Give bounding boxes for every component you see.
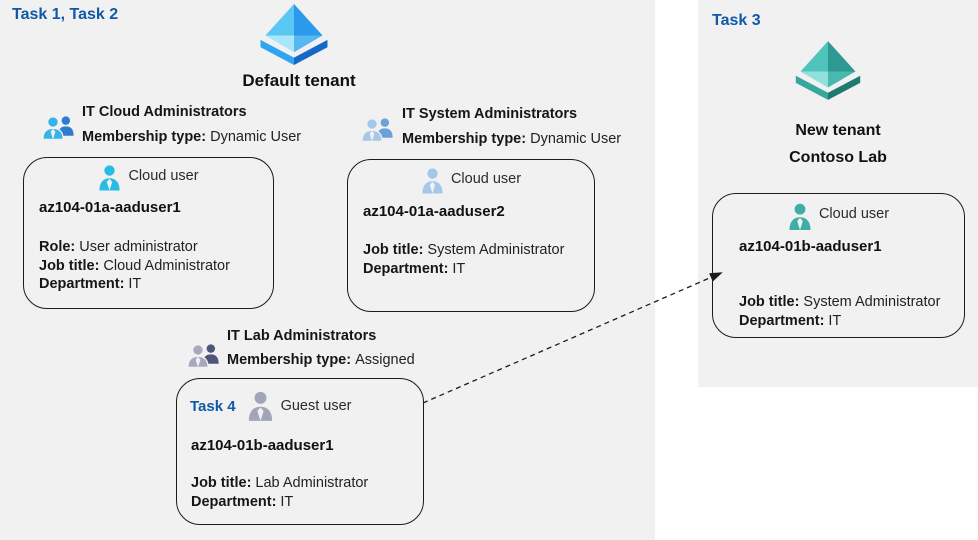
group-icon [42, 112, 75, 143]
membership-type-value: Dynamic User [210, 129, 302, 145]
attr-label: Job title: [363, 242, 424, 258]
cloud-user-icon [99, 165, 120, 191]
new-tenant-name-line1: New tenant [795, 122, 881, 139]
group-membership: Membership type:Dynamic User [402, 131, 621, 147]
group-name: IT Cloud Administrators [82, 104, 247, 120]
default-tenant-panel [0, 0, 655, 540]
user-type-label: Cloud user [818, 206, 890, 222]
attr-value: System Administrator [803, 294, 941, 310]
membership-type-label: Membership type: [402, 131, 527, 147]
attr-label: Job title: [191, 475, 252, 491]
default-tenant-name: Default tenant [242, 71, 356, 90]
cloud-user-icon [422, 168, 443, 194]
attr-value: User administrator [79, 239, 198, 255]
user-attributes: Job title:System Administrator Departmen… [363, 241, 564, 278]
user-name: az104-01b-aaduser1 [191, 437, 334, 454]
attr-label: Role: [39, 239, 76, 255]
user-name: az104-01b-aaduser1 [739, 238, 882, 255]
group-name: IT Lab Administrators [227, 328, 377, 344]
group-name: IT System Administrators [402, 106, 578, 122]
user-name: az104-01a-aaduser2 [363, 203, 505, 220]
attr-value: System Administrator [427, 242, 565, 258]
card-header: Task 4 Guest user [190, 391, 352, 422]
user-attributes: Role:User administrator Job title:Cloud … [39, 238, 230, 294]
attr-label: Department: [363, 260, 449, 277]
card-header: Cloud user [713, 202, 964, 232]
attr-value: IT [128, 276, 142, 293]
attr-label: Job title: [739, 294, 800, 310]
attr-value: IT [828, 312, 842, 329]
task-4-label: Task 4 [190, 398, 236, 415]
task-1-2-label: Task 1, Task 2 [12, 6, 119, 23]
attr-value: IT [280, 493, 294, 510]
user-attributes: Job title:Lab Administrator Department:I… [191, 474, 368, 511]
azure-ad-tenant-icon-teal [792, 39, 864, 102]
azure-ad-tenant-icon [256, 3, 332, 66]
attr-label: Department: [39, 276, 125, 293]
invite-arrow [413, 262, 731, 410]
user-card-aaduser2: Cloud user az104-01a-aaduser2 Job title:… [347, 159, 595, 312]
task-3-label: Task 3 [712, 12, 761, 29]
new-tenant-name-line2: Contoso Lab [789, 149, 887, 166]
user-type-label: Cloud user [128, 168, 199, 184]
group-membership: Membership type:Dynamic User [82, 129, 301, 145]
group-membership: Membership type:Assigned [227, 352, 415, 368]
attr-label: Department: [739, 312, 825, 329]
guest-user-card: Task 4 Guest user az104-01b-aaduser1 Job… [176, 378, 424, 525]
new-tenant-user-card: Cloud user az104-01b-aaduser1 Job title:… [712, 193, 965, 338]
attr-label: Department: [191, 493, 277, 510]
membership-type-value: Assigned [355, 352, 415, 368]
membership-type-label: Membership type: [82, 129, 207, 145]
cloud-user-icon [789, 203, 811, 230]
user-card-aaduser1: Cloud user az104-01a-aaduser1 Role:User … [23, 157, 274, 309]
user-type-label: Cloud user [450, 171, 522, 187]
user-type-label: Guest user [280, 398, 352, 414]
attr-value: Cloud Administrator [103, 257, 230, 274]
user-name: az104-01a-aaduser1 [39, 199, 181, 216]
card-header: Cloud user [24, 164, 273, 192]
membership-type-value: Dynamic User [530, 131, 622, 147]
group-icon [361, 114, 394, 145]
attr-value: IT [452, 260, 466, 277]
guest-user-icon [248, 391, 272, 421]
group-icon [187, 340, 220, 371]
attr-value: Lab Administrator [255, 475, 369, 491]
attr-label: Job title: [39, 257, 100, 274]
card-header: Cloud user [348, 167, 594, 195]
membership-type-label: Membership type: [227, 352, 352, 368]
user-attributes: Job title:System Administrator Departmen… [739, 293, 940, 330]
